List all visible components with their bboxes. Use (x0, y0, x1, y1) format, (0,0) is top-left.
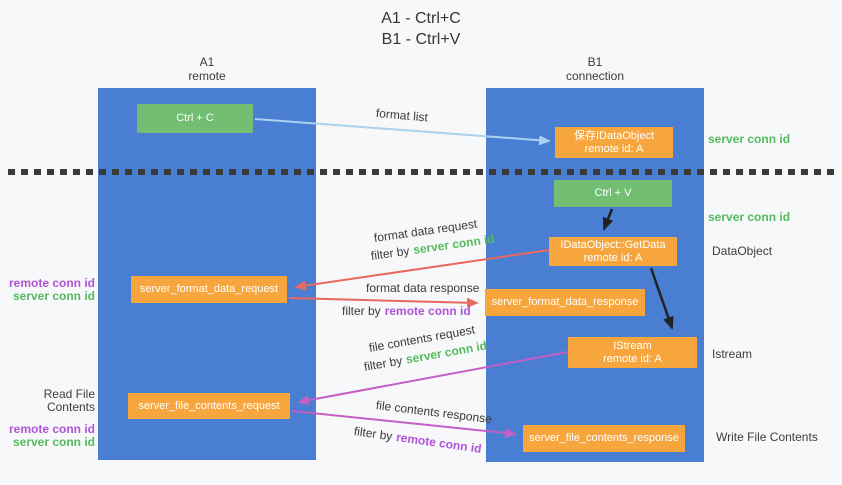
title-line-1: A1 - Ctrl+C (381, 10, 461, 27)
lifeline-a1-name: A1 (199, 55, 215, 69)
istream-node: IStream remote id: A (568, 337, 697, 368)
write-file-contents-annotation: Write File Contents (716, 430, 818, 444)
remote-conn-id-annotation: remote conn id (8, 422, 95, 436)
server-conn-id-annotation-mid: server conn id (708, 210, 791, 224)
istream-line1: IStream (613, 339, 652, 352)
server-conn-id-annotation: server conn id (12, 435, 95, 449)
server-format-data-request-node: server_format_data_request (131, 276, 287, 303)
remote-conn-id-text: remote conn id (384, 304, 471, 318)
ctrl-c-node: Ctrl + C (137, 104, 253, 133)
filter-by-text: filter by (342, 304, 381, 318)
lifeline-b1-name: B1 (587, 55, 603, 69)
getdata-line2: remote id: A (583, 251, 643, 264)
istream-annotation: Istream (712, 347, 753, 361)
getdata-line1: IDataObject::GetData (560, 238, 666, 251)
server-file-contents-response-label: server_file_contents_response (529, 432, 679, 444)
format-data-response-arrow (288, 297, 479, 308)
dataobject-annotation: DataObject (712, 244, 773, 258)
ctrl-v-node: Ctrl + V (554, 180, 672, 207)
remote-conn-id-annotation: remote conn id (8, 276, 95, 290)
ctrl-v-to-getdata-arrow (602, 208, 614, 231)
lifeline-b1-subtitle: connection (565, 69, 625, 83)
file-contents-request-arrow (297, 351, 569, 406)
format-data-request-arrow (294, 249, 550, 291)
save-idataobject-node: 保存IDataObject remote id: A (555, 127, 673, 158)
format-data-response-label: format data response (366, 281, 480, 295)
save-idataobject-line2: remote id: A (584, 142, 644, 155)
lifeline-a1-header: A1 remote (147, 55, 267, 83)
server-file-contents-request-label: server_file_contents_request (138, 399, 280, 412)
lifeline-a1-subtitle: remote (188, 69, 226, 83)
diagram-title: A1 - Ctrl+C B1 - Ctrl+V (0, 8, 842, 50)
file-contents-response-arrow (291, 410, 517, 438)
server-file-contents-response-node: server_file_contents_response (523, 425, 685, 452)
left-conn-id-annotation-group-top: remote conn id server conn id (0, 277, 95, 303)
title-line-2: B1 - Ctrl+V (381, 31, 461, 48)
session-divider-dotted-line (8, 169, 836, 175)
getdata-to-istream-arrow (649, 267, 674, 330)
idataobject-getdata-node: IDataObject::GetData remote id: A (549, 237, 677, 266)
server-conn-id-annotation: server conn id (12, 289, 95, 303)
server-file-contents-request-node: server_file_contents_request (128, 393, 290, 419)
left-conn-id-annotation-group-bottom: Read File Contents remote conn id server… (0, 388, 95, 449)
istream-line2: remote id: A (603, 352, 662, 365)
lifeline-b1-header: B1 connection (535, 55, 655, 83)
format-list-arrow (254, 118, 551, 146)
server-conn-id-annotation-top: server conn id (708, 132, 791, 146)
ctrl-v-label: Ctrl + V (594, 187, 632, 199)
save-idataobject-line1: 保存IDataObject (573, 129, 655, 142)
server-format-data-request-label: server_format_data_request (139, 283, 279, 295)
read-file-contents-annotation: Read File Contents (43, 387, 95, 414)
server-format-data-response-label: server_format_data_response (491, 296, 639, 308)
ctrl-c-label: Ctrl + C (176, 112, 214, 124)
server-format-data-response-node: server_format_data_response (485, 289, 645, 316)
